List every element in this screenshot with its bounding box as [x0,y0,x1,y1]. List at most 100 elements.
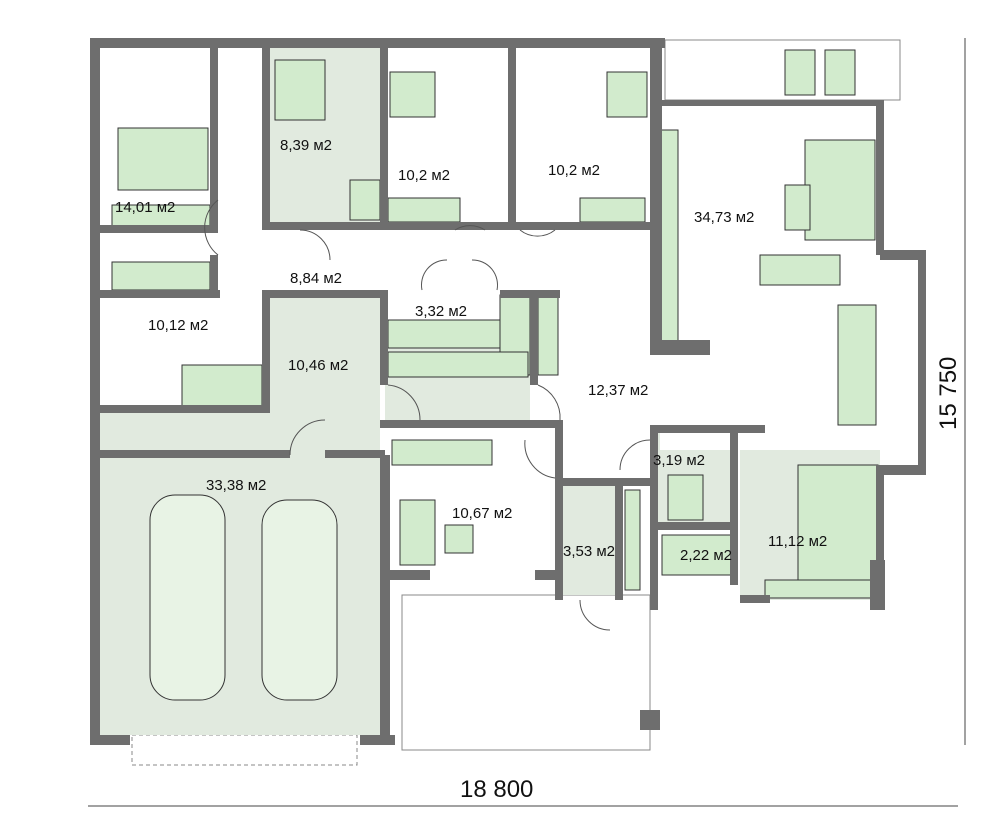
wall-segment [380,48,388,228]
furniture-item [837,304,877,426]
furniture-item [387,319,501,349]
wall-segment [380,420,560,428]
wall-segment [262,290,270,410]
wall-segment [325,450,385,458]
wall-segment [262,48,270,228]
furniture-item [181,364,263,408]
furniture-item [579,197,646,223]
wall-segment [90,38,100,743]
wall-segment [555,478,655,486]
door-swing [471,259,498,291]
wall-segment [880,465,925,475]
room-area-wc: 3,19 м2 [653,452,705,469]
furniture-item [624,489,641,591]
wall-segment [535,570,560,580]
room-labels: 14,01 м2 8,39 м2 10,2 м2 10,2 м2 34,73 м… [115,137,827,564]
furniture-item [784,184,811,231]
wall-segment [210,255,218,295]
room-area-bedroom-4: 10,12 м2 [148,317,208,334]
room-area-living-room: 34,73 м2 [694,209,754,226]
furniture-item [399,499,436,566]
wall-segment [615,480,623,600]
room-area-bedroom-3: 10,2 м2 [548,162,600,179]
room-area-wardrobe: 3,32 м2 [415,303,467,320]
room-area-bathroom: 8,39 м2 [280,137,332,154]
door-swing [524,439,556,479]
furniture-item [111,261,211,291]
furniture-item [784,49,816,96]
door-swing [579,599,611,631]
furniture-item [606,71,648,118]
furniture-item [797,464,879,581]
wall-segment [555,480,563,600]
room-area-vestibule: 3,53 м2 [563,543,615,560]
furniture-item [349,179,381,221]
wall-segment [90,38,665,48]
height-dimension: 15 750 [935,357,962,430]
room-area-study: 10,67 м2 [452,505,512,522]
furniture-item [659,129,679,351]
terrace [664,39,901,101]
wall-segment [650,340,710,355]
wall-segment [876,100,884,255]
floor-tint [100,455,380,735]
wall-segment [90,735,130,745]
dimension-lines: 18 800 15 750 [88,38,966,807]
wall-segment [876,465,884,565]
furniture-item [274,59,326,121]
floor-tint [100,410,380,455]
wall-segment [870,560,885,610]
furniture-item [387,197,461,223]
wall-segment [730,425,738,585]
wall-segment [100,290,220,298]
wall-segment [100,225,210,233]
door-swing [454,225,486,231]
garage-door-swing [131,734,358,766]
room-area-kitchen: 11,12 м2 [768,533,827,550]
furniture-item [117,127,209,191]
door-swing [619,439,651,471]
wall-segment [100,405,270,413]
wall-segment [640,710,660,730]
wall-segment [650,522,735,530]
wall-segment [380,290,388,385]
wall-segment [210,48,218,233]
furniture-item [824,49,856,96]
furniture-item [389,71,436,118]
porch [401,594,651,751]
furniture-item [661,534,733,576]
furniture-item [804,139,876,241]
furniture-item [667,474,704,521]
living-floor [880,255,920,470]
furniture [111,49,881,701]
wall-segment [508,48,516,228]
furniture-item [537,294,559,376]
door-swing [537,384,561,421]
furniture-item [387,351,529,378]
door-swing [299,229,331,261]
room-area-bedroom-2: 10,2 м2 [398,167,450,184]
door-swing [519,229,556,237]
room-area-utility: 10,46 м2 [288,357,348,374]
floor-tint [560,485,620,595]
furniture-item [764,579,881,599]
room-area-garage: 33,38 м2 [206,477,266,494]
wall-segment [650,425,765,433]
wall-segment [360,735,395,745]
wall-segment [740,595,770,603]
wall-segment [385,570,430,580]
wall-segment [530,290,538,385]
room-area-corridor: 12,37 м2 [588,382,648,399]
furniture-item [444,524,474,554]
wall-segment [650,425,658,610]
door-swing [204,199,219,256]
doors [204,199,651,631]
wall-segment [100,450,290,458]
wall-segment [650,38,662,353]
wall-segment [880,250,925,260]
car [149,494,226,701]
room-area-pantry: 2,22 м2 [680,547,732,564]
room-area-bedroom-1: 14,01 м2 [115,199,175,216]
door-swing [387,384,421,421]
